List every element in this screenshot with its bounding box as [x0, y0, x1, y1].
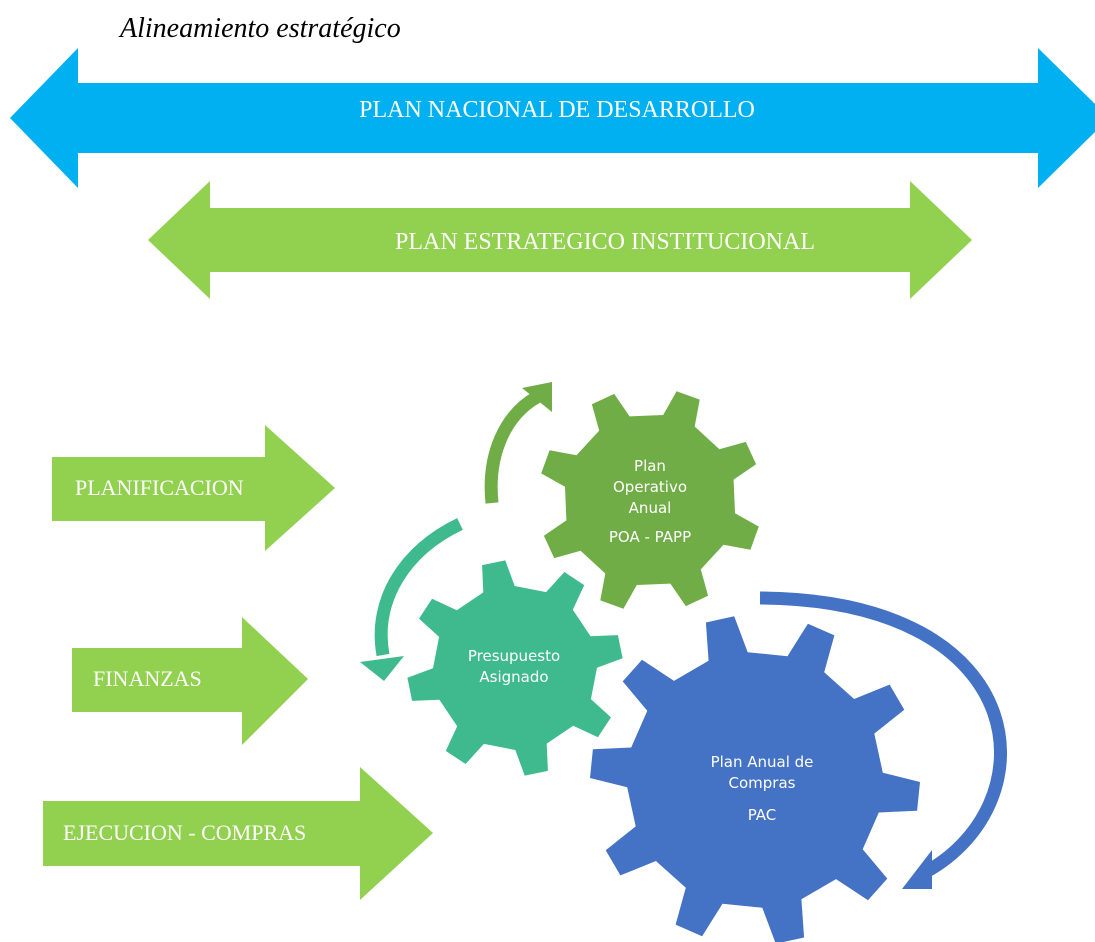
pac-cycle-arrowhead — [902, 850, 932, 889]
poa-cycle-arrowhead — [522, 382, 552, 412]
poa-gear — [541, 391, 759, 609]
presupuesto-cycle-arrowhead — [360, 656, 404, 681]
finance-label: FINANZAS — [93, 666, 202, 691]
national-plan-label: PLAN NACIONAL DE DESARROLLO — [359, 97, 755, 123]
poa-label-line4: POA - PAPP — [609, 528, 691, 546]
planning-arrow — [52, 425, 335, 551]
planning-label: PLANIFICACION — [75, 475, 244, 500]
poa-cycle-arrow — [484, 391, 541, 504]
execution-arrow — [43, 767, 433, 900]
poa-label-line1: Plan — [634, 457, 666, 475]
institutional-plan-arrow — [148, 181, 972, 299]
pac-cycle-arrow — [759, 591, 1007, 881]
pac-label-line2: Compras — [729, 774, 796, 792]
pac-label-line3: PAC — [748, 806, 777, 824]
presupuesto-label-line2: Asignado — [479, 668, 548, 686]
poa-label-line2: Operativo — [613, 478, 687, 496]
execution-label: EJECUCION - COMPRAS — [63, 820, 306, 845]
national-plan-arrow — [10, 48, 1095, 188]
presupuesto-label-line1: Presupuesto — [468, 647, 560, 665]
diagram-title: Alineamiento estratégico — [118, 13, 401, 44]
poa-label-line3: Anual — [629, 499, 672, 517]
presupuesto-gear — [407, 560, 623, 776]
finance-arrow — [72, 617, 308, 745]
pac-gear — [590, 616, 920, 942]
institutional-plan-label: PLAN ESTRATEGICO INSTITUCIONAL — [395, 229, 815, 255]
pac-label-line1: Plan Anual de — [711, 753, 814, 771]
presupuesto-cycle-arrow — [374, 518, 463, 657]
